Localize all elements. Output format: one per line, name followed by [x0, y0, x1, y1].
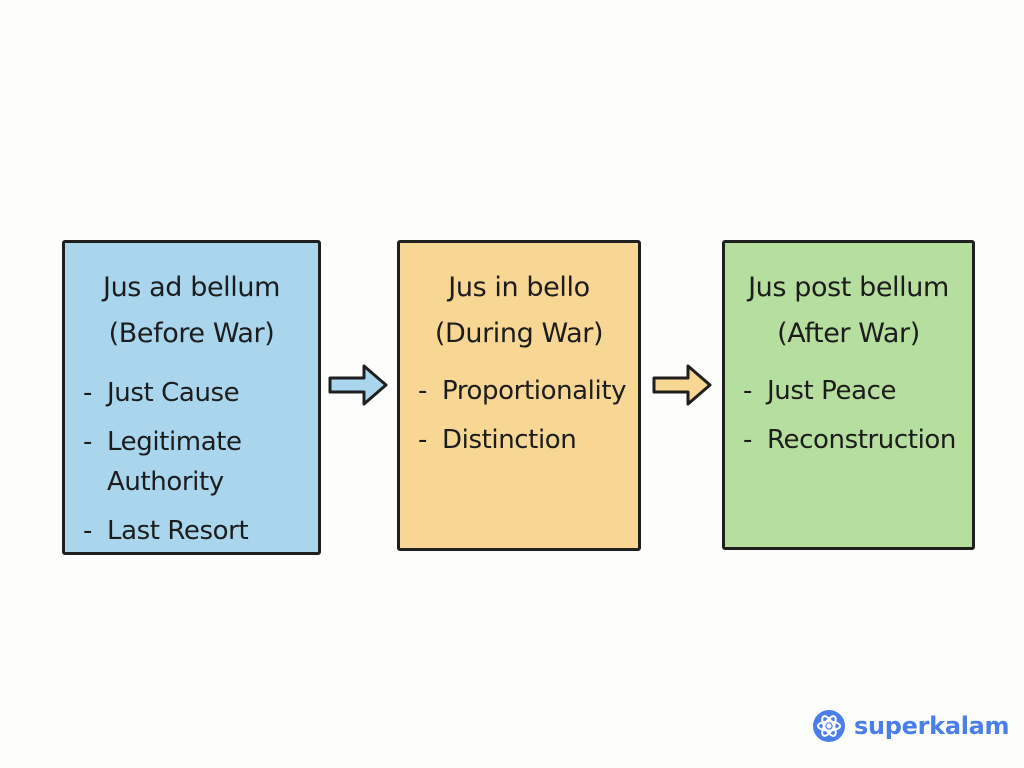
stage-subtitle: (After War) — [777, 318, 920, 349]
stage-heading: Jus post bellum (After War) — [725, 265, 972, 357]
stage-box-during-war: Jus in bello (During War) Proportionalit… — [397, 240, 641, 551]
stage-subtitle: (Before War) — [108, 318, 275, 349]
stage-title: Jus post bellum — [748, 272, 949, 303]
right-arrow-icon — [328, 364, 388, 406]
right-arrow-icon — [652, 364, 712, 406]
criteria-item: Proportionality — [418, 371, 630, 411]
criteria-list: Proportionality Distinction — [418, 371, 630, 469]
criteria-list: Just Peace Reconstruction — [743, 371, 964, 469]
stage-title: Jus ad bellum — [103, 272, 280, 303]
brand-name: superkalam — [854, 712, 1010, 740]
criteria-item: Just Peace — [743, 371, 964, 411]
stage-box-after-war: Jus post bellum (After War) Just Peace R… — [722, 240, 975, 550]
criteria-list: Just Cause Legitimate Authority Last Res… — [83, 373, 310, 560]
criteria-item: Last Resort — [83, 511, 310, 551]
criteria-item: Just Cause — [83, 373, 310, 413]
stage-heading: Jus in bello (During War) — [400, 265, 638, 357]
criteria-item: Reconstruction — [743, 420, 964, 460]
stage-heading: Jus ad bellum (Before War) — [65, 265, 318, 357]
criteria-item: Distinction — [418, 420, 630, 460]
stage-subtitle: (During War) — [434, 318, 604, 349]
brand-logo: superkalam — [812, 706, 1010, 746]
stage-box-before-war: Jus ad bellum (Before War) Just Cause Le… — [62, 240, 321, 555]
criteria-item: Legitimate Authority — [83, 422, 257, 502]
superkalam-logo-icon — [813, 710, 845, 742]
stage-title: Jus in bello — [448, 272, 590, 303]
